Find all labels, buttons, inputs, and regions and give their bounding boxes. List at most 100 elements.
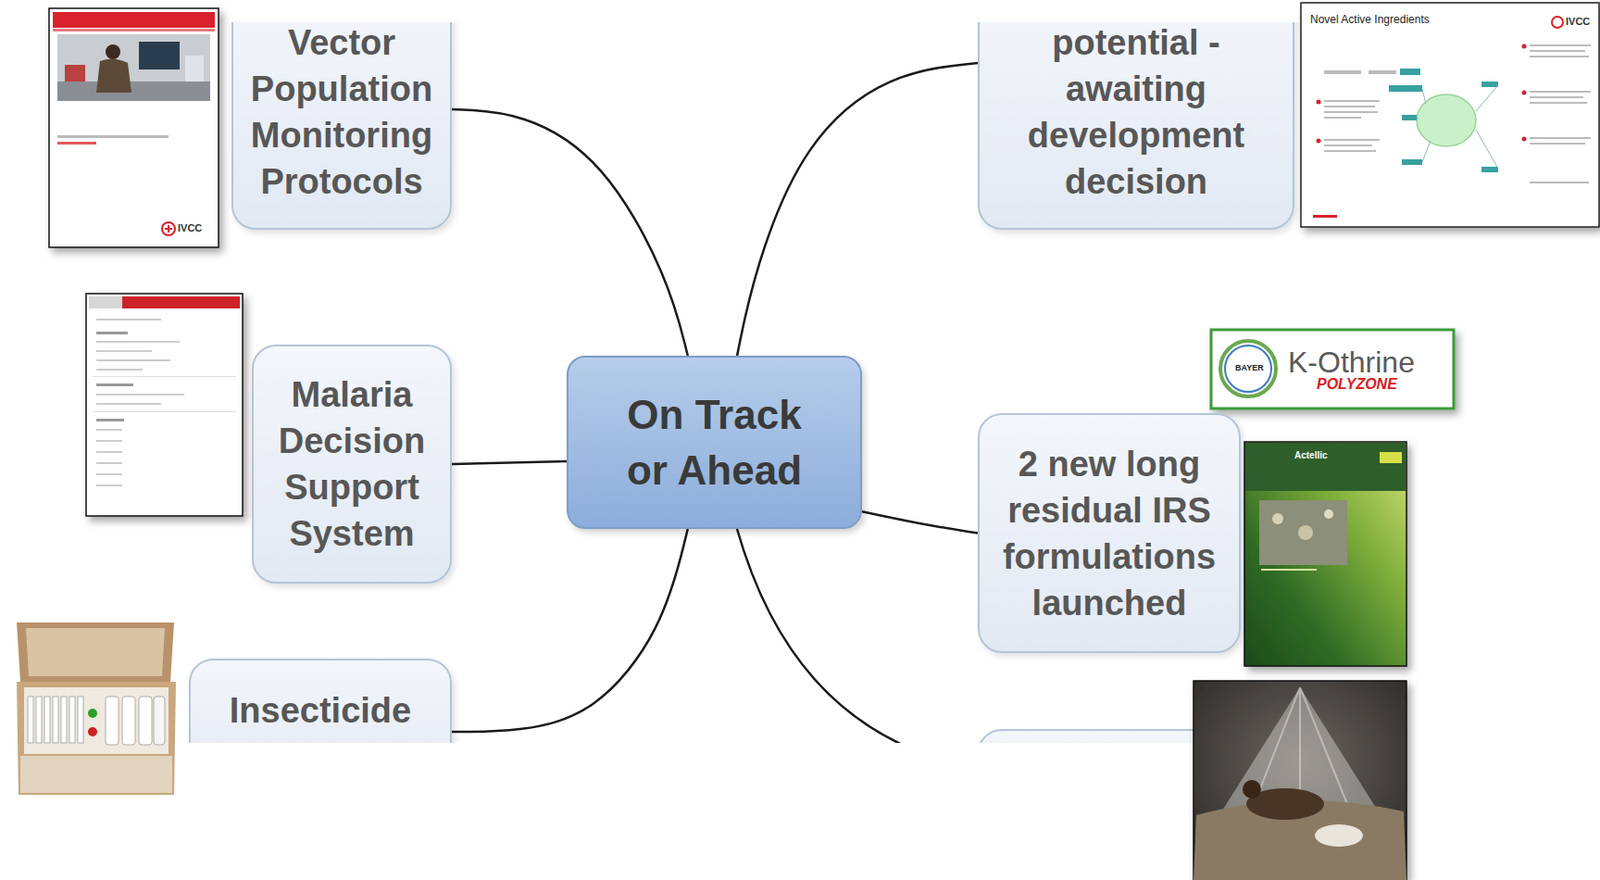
slide-thumbnail (1324, 150, 1376, 152)
brand-mark: BAYER (1235, 362, 1264, 373)
topic-text: 2 new long residual IRS formulations lau… (990, 440, 1228, 626)
report-cover (49, 8, 219, 248)
form-screenshot (96, 484, 123, 487)
slide-thumbnail (1481, 166, 1499, 173)
product-logo (1211, 329, 1454, 409)
topic-text: potential - awaiting development decisio… (990, 22, 1282, 205)
form-screenshot (96, 462, 123, 464)
slide-thumbnail (1324, 138, 1380, 141)
form-screenshot (96, 439, 123, 442)
test-kit-photo (105, 696, 119, 745)
branch-connector (862, 511, 978, 533)
branch-topic: Malaria Decision Support System (251, 344, 452, 584)
test-kit-photo (61, 696, 67, 743)
topic-text: On Track or Ahead (605, 387, 824, 499)
product-brochure (1324, 509, 1334, 519)
slide-thumbnail (1529, 55, 1589, 58)
test-kit-photo (27, 696, 34, 743)
product-logo (1220, 340, 1276, 397)
test-kit-photo (77, 696, 84, 743)
form-screenshot (96, 402, 162, 405)
topic-text: Malaria Decision Support System (264, 371, 439, 557)
branch-topic: Insecticide (188, 658, 452, 743)
form-screenshot (96, 393, 185, 396)
product-brochure (1245, 442, 1406, 491)
form-screenshot (86, 293, 243, 516)
branch-topic: 2 new long residual IRS formulations lau… (977, 412, 1241, 653)
slide-thumbnail (1529, 101, 1588, 104)
test-kit-photo (16, 622, 176, 795)
report-cover (49, 8, 219, 248)
product-subname: POLYZONE (1316, 375, 1398, 393)
product-brochure (1244, 441, 1407, 666)
report-cover (96, 58, 132, 93)
slide-title: Novel Active Ingredients (1310, 13, 1430, 27)
form-screenshot (96, 383, 134, 387)
branch-connector (737, 62, 978, 356)
test-kit-photo (24, 687, 169, 754)
test-kit-photo (122, 696, 136, 745)
report-cover (57, 81, 211, 101)
test-kit-photo (52, 696, 59, 743)
slide-thumbnail (1522, 137, 1527, 142)
slide-thumbnail (1324, 100, 1380, 102)
report-cover (185, 55, 204, 82)
form-screenshot (96, 359, 171, 362)
test-kit-photo (69, 696, 75, 743)
slide-thumbnail (1529, 181, 1589, 184)
slide-thumbnail (1529, 137, 1591, 139)
branch-connector (451, 461, 567, 464)
slide-thumbnail (1522, 90, 1527, 96)
test-kit-photo (138, 696, 152, 745)
form-screenshot (96, 450, 123, 453)
form-screenshot (122, 296, 240, 309)
product-logo (1225, 345, 1272, 392)
bed-net-photo (1193, 680, 1407, 880)
slide-thumbnail (1551, 16, 1563, 28)
report-cover (52, 12, 215, 28)
slide-thumbnail (1312, 214, 1338, 218)
slide-thumbnail (1324, 144, 1373, 147)
test-kit-photo (36, 696, 42, 743)
topic-text: Insecticide (201, 687, 439, 734)
slide-thumbnail (1324, 105, 1375, 108)
branch-connector (451, 109, 688, 356)
logo-text: IVCC (1565, 15, 1590, 28)
slide-thumbnail (1522, 44, 1527, 50)
report-cover (57, 34, 211, 101)
test-kit-photo (16, 622, 175, 682)
report-cover (52, 28, 215, 32)
test-kit-photo (44, 696, 50, 743)
slide-thumbnail (1401, 159, 1423, 165)
slide-thumbnail (1368, 70, 1397, 75)
branch-topic: potential - awaiting development decisio… (977, 22, 1295, 230)
product-brochure (1261, 568, 1317, 571)
branch-topic: Vector Population Monitoring Protocols (231, 22, 452, 230)
report-cover (164, 225, 173, 233)
slide-thumbnail (1316, 100, 1322, 105)
mind-map: Vector Population Monitoring Protocols po… (0, 22, 1600, 743)
test-kit-photo (153, 696, 165, 745)
report-cover (162, 222, 175, 236)
slide-thumbnail (1400, 68, 1421, 75)
product-brochure (1379, 451, 1402, 463)
slide-thumbnail (1316, 138, 1322, 144)
form-screenshot (92, 411, 237, 413)
form-screenshot (96, 350, 152, 352)
test-kit-photo (87, 708, 98, 718)
slide-thumbnail (1300, 2, 1600, 227)
test-kit-photo (25, 627, 165, 676)
slide-thumbnail (1324, 70, 1362, 75)
form-screenshot (96, 473, 123, 475)
slide-thumbnail (1300, 2, 1600, 227)
slide-thumbnail (1529, 96, 1584, 99)
bed-net-photo (1242, 779, 1262, 799)
cut-branch (737, 528, 978, 743)
slide-thumbnail (1324, 111, 1378, 113)
form-screenshot (96, 331, 128, 335)
bed-net-photo (1314, 824, 1363, 847)
slide-thumbnail (1529, 44, 1591, 47)
logo-text: IVCC (177, 222, 202, 235)
form-screenshot (96, 418, 125, 422)
slide-thumbnail (1529, 50, 1586, 52)
